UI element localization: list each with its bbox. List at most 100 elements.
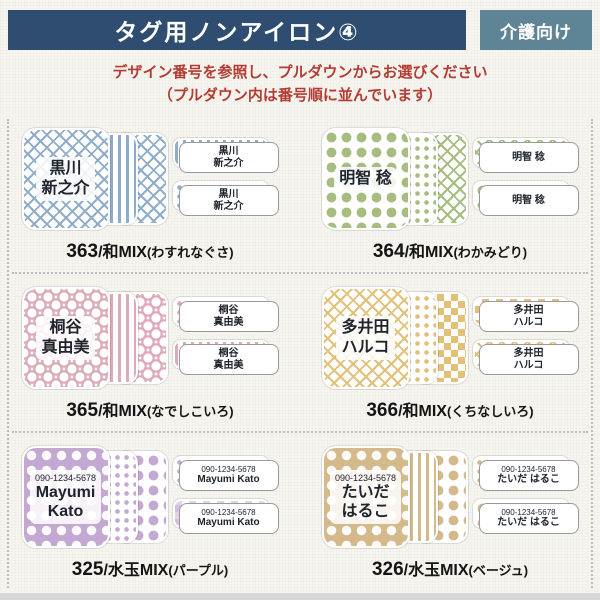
product-number: 366 bbox=[366, 400, 399, 421]
mini-tag-line1: 多井田 bbox=[513, 305, 544, 316]
instructions-line2: （プルダウン内は番号順に並んでいます） bbox=[157, 86, 443, 104]
mini-tag: 明智 稔 bbox=[478, 185, 579, 216]
mini-tag-group: 090-1234-5678 Mayumi Kato bbox=[172, 456, 279, 491]
tag-swatch: 090-1234-5678 Mayumi Kato 090-1234-5678 … bbox=[21, 445, 279, 549]
mini-tag: 090-1234-5678 Mayumi Kato bbox=[178, 503, 279, 534]
mini-tag-group: 黒川 新之介 bbox=[172, 138, 279, 173]
product-series: /水玉MIX bbox=[403, 562, 469, 579]
mini-tag-line2: 真由美 bbox=[213, 316, 244, 328]
mini-tag-phone: 090-1234-5678 bbox=[501, 465, 556, 475]
tag-name-line1: 桐谷 bbox=[49, 319, 82, 337]
instructions: デザイン番号を参照し、プルダウンからお選びください （プルダウン内は番号順に並ん… bbox=[0, 62, 600, 107]
product-variant: (くちなしいろ) bbox=[446, 404, 534, 419]
page-title: タグ用ノンアイロン④ bbox=[114, 19, 360, 45]
mini-tag: 090-1234-5678 たいだ はるこ bbox=[478, 503, 579, 534]
mini-tag: 多井田 ハルコ bbox=[478, 344, 579, 375]
main-tag: 黒川 新之介 bbox=[21, 128, 110, 230]
instructions-line1: デザイン番号を参照し、プルダウンからお選びください bbox=[112, 64, 488, 81]
tag-name: 090-1234-5678 たいだ はるこ bbox=[329, 469, 402, 525]
mini-tags: 明智 稔 明智 稔 bbox=[472, 138, 579, 216]
care-badge-label: 介護向け bbox=[500, 22, 572, 42]
main-tag: 桐谷 真由美 bbox=[21, 287, 110, 389]
mini-tag-line1: 黒川 bbox=[218, 146, 239, 157]
mini-tag: 多井田 ハルコ bbox=[478, 301, 579, 332]
main-tag: 090-1234-5678 Mayumi Kato bbox=[21, 446, 110, 548]
product-caption: 364/和MIX(わかみどり) bbox=[373, 238, 527, 263]
product-variant: (パープル) bbox=[168, 563, 229, 578]
mini-tag-phone: 090-1234-5678 bbox=[501, 508, 556, 518]
dotted-border-left bbox=[7, 119, 9, 588]
mini-tag-group: 090-1234-5678 たいだ はるこ bbox=[472, 499, 579, 534]
mini-tag-line1: 桐谷 bbox=[218, 348, 239, 359]
tag-name-line2: ハルコ bbox=[341, 338, 390, 356]
tag-name: 桐谷 真由美 bbox=[36, 316, 95, 360]
tag-swatch: 桐谷 真由美 桐谷 真由美 bbox=[21, 286, 279, 390]
product-row-2: 桐谷 真由美 桐谷 真由美 bbox=[0, 274, 600, 431]
mini-tags: 090-1234-5678 たいだ はるこ 090-1234-5678 たいだ … bbox=[472, 456, 579, 534]
tag-fan: 090-1234-5678 たいだ はるこ bbox=[321, 446, 470, 548]
mini-tags: 桐谷 真由美 桐谷 真由美 bbox=[172, 297, 279, 375]
tag-name-line2: Kato bbox=[47, 503, 84, 520]
bottom-strip bbox=[0, 593, 600, 600]
mini-tag-name: Mayumi Kato bbox=[197, 474, 260, 486]
product-card-326: 090-1234-5678 たいだ はるこ 090-1234-5678 たいだ … bbox=[300, 433, 600, 590]
tag-swatch: 090-1234-5678 たいだ はるこ 090-1234-5678 たいだ … bbox=[321, 445, 579, 549]
mini-tag-line1: 黒川 bbox=[218, 189, 239, 200]
product-number: 325 bbox=[71, 559, 104, 580]
mini-tag-group: 明智 稔 bbox=[472, 138, 579, 173]
tag-name-line1: Mayumi bbox=[35, 483, 96, 501]
mini-tags: 090-1234-5678 Mayumi Kato 090-1234-5678 … bbox=[172, 456, 279, 534]
mini-tag-name: たいだ はるこ bbox=[497, 517, 560, 529]
row-separator bbox=[12, 272, 588, 274]
mini-tag-line1: 明智 稔 bbox=[512, 194, 545, 206]
product-series: /和MIX bbox=[98, 244, 147, 261]
tag-name-line1: 多井田 bbox=[341, 319, 390, 337]
mini-tag-group: 桐谷 真由美 bbox=[172, 297, 279, 332]
product-card-363: 黒川 新之介 黒川 新之介 bbox=[0, 115, 300, 272]
main-tag: 多井田 ハルコ bbox=[321, 287, 410, 389]
tag-name: 明智 稔 bbox=[334, 166, 397, 192]
tag-fan: 090-1234-5678 Mayumi Kato bbox=[21, 446, 170, 548]
tag-name-line2: 真由美 bbox=[41, 338, 90, 356]
row-separator bbox=[12, 431, 588, 433]
product-row-1: 黒川 新之介 黒川 新之介 bbox=[0, 115, 600, 272]
mini-tag: 090-1234-5678 たいだ はるこ bbox=[478, 460, 579, 491]
mini-tags: 黒川 新之介 黒川 新之介 bbox=[172, 138, 279, 216]
product-variant: (わかみどり) bbox=[453, 245, 528, 260]
mini-tag-line2: ハルコ bbox=[513, 316, 544, 328]
tag-name: 多井田 ハルコ bbox=[336, 316, 395, 360]
products-grid: 黒川 新之介 黒川 新之介 bbox=[0, 115, 600, 590]
care-badge: 介護向け bbox=[480, 10, 592, 50]
product-series: /和MIX bbox=[98, 403, 147, 420]
tag-name: 黒川 新之介 bbox=[36, 157, 95, 201]
product-variant: (なでしこいろ) bbox=[146, 404, 234, 419]
mini-tag-group: 黒川 新之介 bbox=[172, 181, 279, 216]
mini-tag-line1: 多井田 bbox=[513, 348, 544, 359]
dotted-border-right bbox=[591, 119, 593, 588]
product-variant: (わすれなぐさ) bbox=[146, 245, 234, 260]
tag-name-line1: 黒川 bbox=[49, 160, 82, 178]
product-card-325: 090-1234-5678 Mayumi Kato 090-1234-5678 … bbox=[0, 433, 300, 590]
mini-tag-phone: 090-1234-5678 bbox=[201, 465, 256, 475]
product-caption: 363/和MIX(わすれなぐさ) bbox=[66, 238, 233, 263]
tag-swatch: 多井田 ハルコ 多井田 ハルコ bbox=[321, 286, 579, 390]
product-number: 326 bbox=[371, 559, 404, 580]
mini-tag: 090-1234-5678 Mayumi Kato bbox=[178, 460, 279, 491]
product-caption: 325/水玉MIX(パープル) bbox=[72, 556, 229, 581]
tag-fan: 多井田 ハルコ bbox=[321, 287, 470, 389]
product-number: 363 bbox=[66, 241, 99, 262]
product-number: 365 bbox=[66, 400, 99, 421]
product-series: /水玉MIX bbox=[103, 562, 169, 579]
tag-fan: 桐谷 真由美 bbox=[21, 287, 170, 389]
title-bar: タグ用ノンアイロン④ bbox=[8, 10, 466, 50]
mini-tag-group: 桐谷 真由美 bbox=[172, 340, 279, 375]
tag-name-line2: はるこ bbox=[341, 503, 390, 520]
tag-fan: 明智 稔 bbox=[321, 128, 470, 230]
tag-swatch: 黒川 新之介 黒川 新之介 bbox=[21, 127, 279, 231]
product-series: /和MIX bbox=[398, 403, 447, 420]
mini-tag-line2: 新之介 bbox=[213, 157, 244, 169]
tag-name-line1: たいだ bbox=[341, 483, 390, 501]
mini-tag-phone: 090-1234-5678 bbox=[201, 508, 256, 518]
mini-tag: 黒川 新之介 bbox=[178, 185, 279, 216]
product-caption: 366/和MIX(くちなしいろ) bbox=[366, 397, 533, 422]
